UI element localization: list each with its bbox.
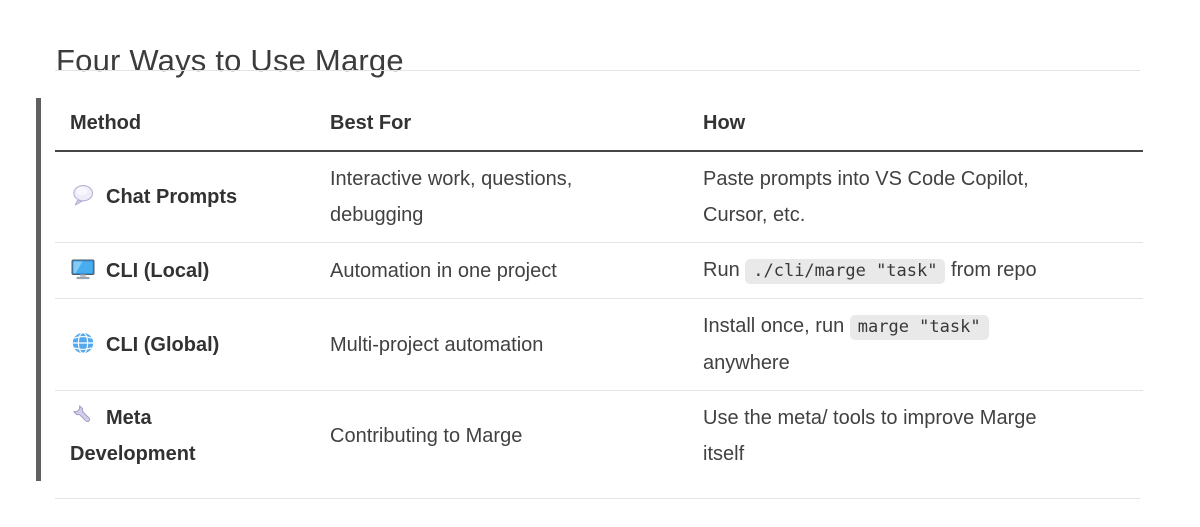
how-text: anywhere <box>703 352 790 374</box>
best-for-cell: Automation in one project <box>330 242 703 299</box>
desktop-computer-icon <box>70 253 96 289</box>
how-text: Install once, run <box>703 315 850 337</box>
how-cell: Use the meta/ tools to improve Marge its… <box>703 391 1143 482</box>
methods-table: Method Best For How Chat Prompts Interac… <box>55 98 1143 481</box>
inline-code: marge "task" <box>849 315 989 340</box>
inline-code: ./cli/marge "task" <box>745 259 946 284</box>
how-text: Paste prompts into VS Code Copilot, Curs… <box>703 168 1029 226</box>
section-divider <box>55 498 1140 499</box>
table-header-row: Method Best For How <box>55 98 1143 152</box>
method-label: Meta Development <box>70 407 196 465</box>
table-row: CLI (Local) Automation in one project Ru… <box>55 242 1143 299</box>
best-for-text: Automation in one project <box>330 259 557 282</box>
title-divider <box>55 70 1140 71</box>
method-label: CLI (Local) <box>106 259 210 282</box>
method-cell: CLI (Local) <box>55 242 330 299</box>
method-label: CLI (Global) <box>106 333 220 356</box>
how-cell: Run ./cli/marge "task" from repo <box>703 242 1143 299</box>
speech-balloon-icon <box>70 179 96 215</box>
column-header-how: How <box>703 98 1143 152</box>
how-cell: Paste prompts into VS Code Copilot, Curs… <box>703 151 1143 243</box>
method-cell: Chat Prompts <box>55 151 330 243</box>
page-title: Four Ways to Use Marge <box>56 42 404 78</box>
how-text: Use the meta/ tools to improve Marge its… <box>703 407 1037 465</box>
best-for-cell: Multi-project automation <box>330 298 703 391</box>
best-for-text: Interactive work, questions, debugging <box>330 168 573 226</box>
methods-table-section: Method Best For How Chat Prompts Interac… <box>36 98 1143 481</box>
table-row: Meta Development Contributing to Marge U… <box>55 391 1143 482</box>
method-cell: CLI (Global) <box>55 298 330 391</box>
best-for-text: Multi-project automation <box>330 333 544 356</box>
how-text: Run <box>703 259 746 281</box>
column-header-best-for: Best For <box>330 98 703 152</box>
best-for-cell: Interactive work, questions, debugging <box>330 151 703 243</box>
how-text: from repo <box>945 259 1037 281</box>
table-row: CLI (Global) Multi-project automation In… <box>55 298 1143 391</box>
wrench-icon <box>70 400 96 436</box>
table-row: Chat Prompts Interactive work, questions… <box>55 151 1143 243</box>
globe-icon <box>70 327 96 363</box>
method-cell: Meta Development <box>55 391 330 482</box>
how-cell: Install once, run marge "task" anywhere <box>703 298 1143 391</box>
best-for-text: Contributing to Marge <box>330 425 523 447</box>
column-header-method: Method <box>55 98 330 152</box>
best-for-cell: Contributing to Marge <box>330 391 703 482</box>
method-label: Chat Prompts <box>106 186 238 208</box>
